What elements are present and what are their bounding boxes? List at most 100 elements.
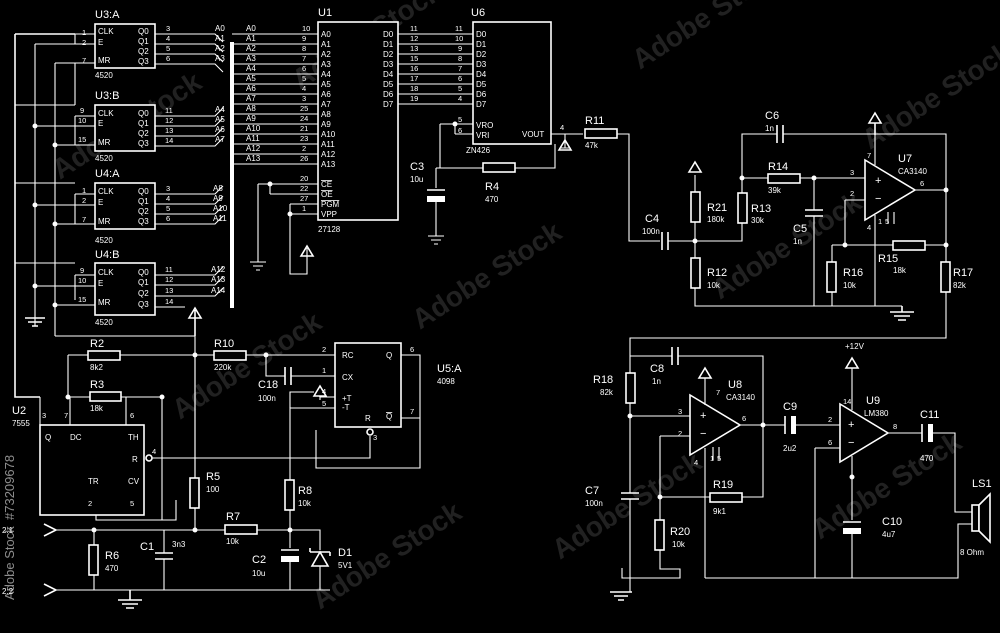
svg-text:A12: A12 <box>321 150 336 159</box>
svg-text:CLK: CLK <box>98 268 114 277</box>
svg-text:4520: 4520 <box>95 236 113 245</box>
svg-text:U3:A: U3:A <box>95 9 120 21</box>
svg-text:10: 10 <box>78 276 86 285</box>
svg-text:7555: 7555 <box>12 419 30 428</box>
svg-text:U5:A: U5:A <box>437 363 462 375</box>
svg-text:A14: A14 <box>211 286 226 295</box>
r10-resistor: R10 220k <box>195 338 335 372</box>
svg-text:A2: A2 <box>246 44 256 53</box>
svg-text:6: 6 <box>166 54 170 63</box>
svg-text:4u7: 4u7 <box>882 530 896 539</box>
svg-text:6: 6 <box>130 411 134 420</box>
svg-text:MR: MR <box>98 298 111 307</box>
svg-text:R: R <box>365 414 371 423</box>
svg-text:VPP: VPP <box>321 210 337 219</box>
svg-text:D5: D5 <box>383 80 394 89</box>
address-bus: A0 A1 A2 A3 A4 A5 A6 A7 A8 A9 A10 A11 A1… <box>230 24 300 308</box>
svg-text:A10: A10 <box>246 124 261 133</box>
svg-text:R11: R11 <box>585 115 604 127</box>
svg-text:1: 1 <box>322 366 326 375</box>
svg-text:100n: 100n <box>642 227 660 236</box>
ground-symbol-3 <box>118 590 142 609</box>
svg-text:−: − <box>848 437 854 449</box>
svg-text:1: 1 <box>710 454 714 463</box>
svg-text:D2: D2 <box>383 50 394 59</box>
svg-text:Q0: Q0 <box>138 109 149 118</box>
svg-text:10: 10 <box>302 24 310 33</box>
svg-text:13: 13 <box>165 126 173 135</box>
svg-text:U3:B: U3:B <box>95 90 119 102</box>
svg-text:220k: 220k <box>214 363 232 372</box>
r14-resistor: R14 39k <box>767 161 845 195</box>
svg-text:5: 5 <box>458 115 462 124</box>
svg-text:3: 3 <box>373 433 377 442</box>
svg-text:4520: 4520 <box>95 154 113 163</box>
svg-text:R2: R2 <box>90 338 104 350</box>
svg-text:E: E <box>98 119 103 128</box>
svg-text:Q1: Q1 <box>138 197 149 206</box>
c8-capacitor: C8 1n <box>630 347 764 423</box>
svg-text:A3: A3 <box>321 60 331 69</box>
svg-text:U4:A: U4:A <box>95 168 120 180</box>
svg-text:D7: D7 <box>476 100 487 109</box>
svg-text:Q0: Q0 <box>138 27 149 36</box>
r21-resistor: R21 180k <box>687 160 727 258</box>
svg-text:6: 6 <box>410 345 414 354</box>
svg-text:E: E <box>98 279 103 288</box>
r19-resistor: R19 9k1 <box>660 425 764 516</box>
svg-text:12: 12 <box>165 275 173 284</box>
svg-text:1n: 1n <box>652 377 661 386</box>
r3-resistor: R3 18k <box>89 379 122 413</box>
svg-text:ZN426: ZN426 <box>466 146 491 155</box>
svg-text:10k: 10k <box>226 537 240 546</box>
svg-text:DC: DC <box>70 433 82 442</box>
svg-text:CLK: CLK <box>98 27 114 36</box>
svg-text:CA3140: CA3140 <box>726 393 755 402</box>
c5-capacitor: C5 1n <box>793 178 823 306</box>
svg-text:9: 9 <box>458 44 462 53</box>
svg-text:R8: R8 <box>298 485 312 497</box>
opamp-u7: + − U7 CA3140 3 2 6 7 4 1 5 <box>844 111 949 306</box>
svg-text:5: 5 <box>885 217 889 226</box>
svg-text:1: 1 <box>82 186 86 195</box>
svg-text:A11: A11 <box>246 134 260 143</box>
svg-text:TH: TH <box>128 433 139 442</box>
svg-text:82k: 82k <box>953 281 967 290</box>
svg-text:5: 5 <box>166 204 170 213</box>
ground-symbol <box>890 306 914 321</box>
svg-text:A12: A12 <box>211 265 226 274</box>
svg-text:9: 9 <box>302 34 306 43</box>
svg-text:6: 6 <box>828 438 832 447</box>
svg-text:CA3140: CA3140 <box>898 167 927 176</box>
svg-text:Q2: Q2 <box>138 129 149 138</box>
svg-text:+: + <box>848 419 854 431</box>
c10-capacitor: C10 4u7 <box>843 516 902 578</box>
svg-text:7: 7 <box>82 56 86 65</box>
svg-text:C18: C18 <box>258 379 278 391</box>
svg-text:D2: D2 <box>476 50 487 59</box>
svg-text:D0: D0 <box>383 30 394 39</box>
svg-text:A10: A10 <box>321 130 336 139</box>
svg-text:7: 7 <box>82 215 86 224</box>
svg-text:8: 8 <box>893 422 897 431</box>
u1-addr-pins: A0 A1 A2 A3 A4 A5 A6 A7 A8 A9 A10 A11 A1… <box>321 30 336 169</box>
svg-text:10k: 10k <box>298 499 312 508</box>
svg-text:U2: U2 <box>12 405 26 417</box>
svg-text:2: 2 <box>850 189 854 198</box>
svg-text:4: 4 <box>166 194 170 203</box>
svg-text:1n: 1n <box>765 124 774 133</box>
c6-capacitor: C6 1n <box>765 110 947 250</box>
svg-text:7: 7 <box>716 388 720 397</box>
svg-text:C3: C3 <box>410 161 424 173</box>
svg-text:R10: R10 <box>214 338 234 350</box>
svg-text:Q: Q <box>45 433 51 442</box>
svg-text:Q2: Q2 <box>138 207 149 216</box>
svg-text:R4: R4 <box>485 181 499 193</box>
c7-capacitor: C7 100n <box>585 485 639 592</box>
svg-text:R21: R21 <box>707 202 727 214</box>
chip-u6-dac: U6 ZN426 D0 D1 D2 D3 D4 D5 D6 D7 11 10 9… <box>439 7 583 168</box>
svg-text:4: 4 <box>694 458 698 467</box>
svg-text:2u2: 2u2 <box>783 444 797 453</box>
svg-text:10k: 10k <box>843 281 857 290</box>
